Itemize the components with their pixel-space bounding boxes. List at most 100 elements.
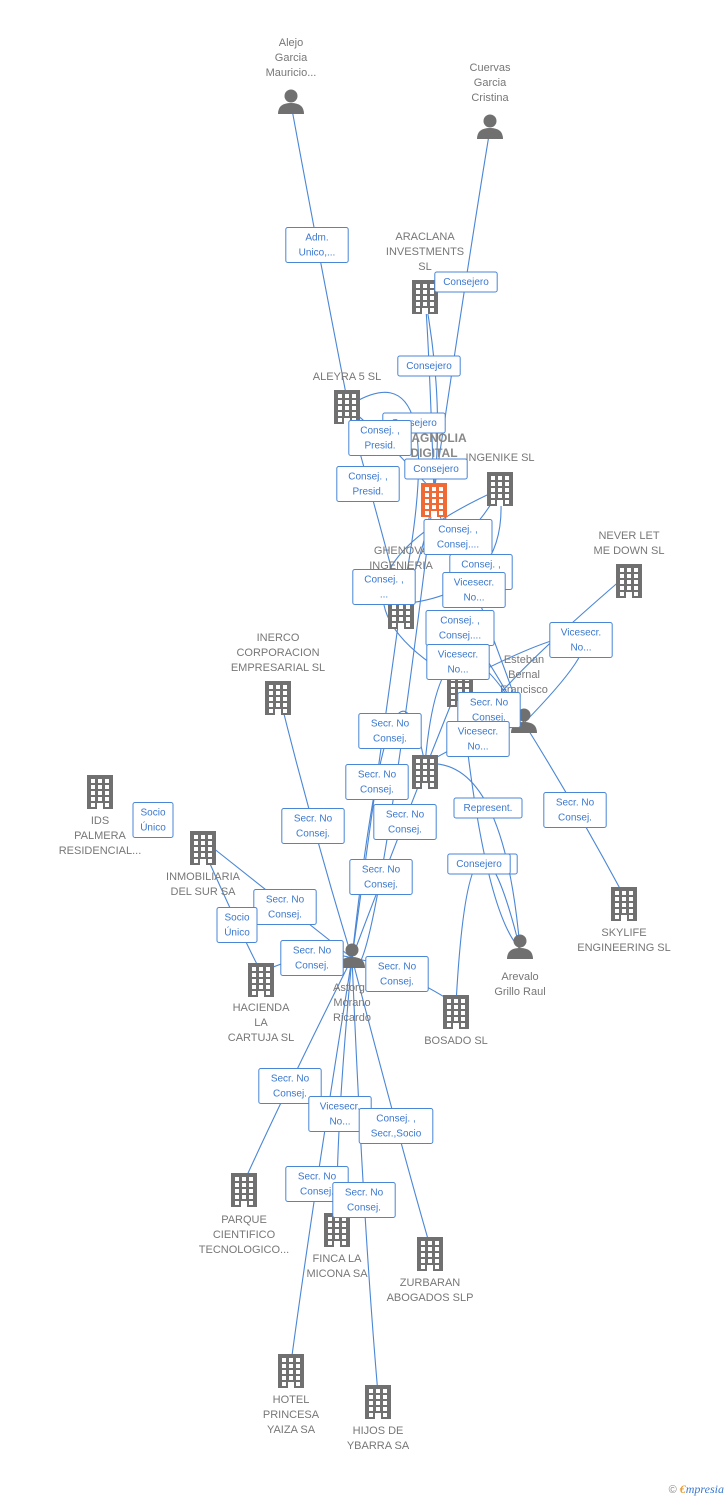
edge-label-aleyra-to-magnolia[interactable]: Consej. ,Presid. bbox=[348, 420, 412, 456]
edge-label-text: Secr. No bbox=[378, 962, 417, 973]
edge-label-ingenike-to-magnolia[interactable]: Consej. ,Consej.... bbox=[423, 519, 493, 555]
edge-label-text: Socio bbox=[224, 913, 249, 924]
edge-label-araclana-to-ghenova1[interactable]: Consejero bbox=[404, 458, 468, 480]
footer-brand: © €mpresia bbox=[669, 1482, 724, 1497]
building-icon bbox=[334, 390, 360, 424]
edge-label-text: Vicesecr. bbox=[454, 578, 494, 589]
edge-label-arevalo-to-bosado[interactable]: Consejero bbox=[447, 853, 511, 875]
node-alejo[interactable]: AlejoGarciaMauricio... bbox=[266, 37, 317, 114]
edge-label-text: Secr. No bbox=[470, 698, 509, 709]
edge-label-text: No... bbox=[447, 665, 468, 676]
node-label-hotel: YAIZA SA bbox=[267, 1424, 316, 1436]
node-label-hacienda: HACIENDA bbox=[233, 1002, 291, 1014]
edge-label-esteban-to-never[interactable]: Secr. No Consej. bbox=[457, 692, 521, 728]
node-label-parque: CIENTIFICO bbox=[213, 1229, 276, 1241]
edge-label-esteban-to-ghenova3[interactable]: Vicesecr.No... bbox=[446, 721, 510, 757]
edge-label-text: Consej. , bbox=[360, 426, 399, 437]
edge-label-text: Consejero bbox=[391, 418, 437, 429]
node-label-araclana: ARACLANA bbox=[395, 231, 455, 243]
edge-labels-layer: Adm.Unico,...ConsejeroConsejeroConsejero… bbox=[132, 227, 613, 1218]
edge-label-text: No... bbox=[329, 1117, 350, 1128]
edge-label-text: Represent. bbox=[464, 803, 513, 814]
node-label-hijos: HIJOS DE bbox=[353, 1425, 404, 1437]
node-label-cuervas: Cristina bbox=[471, 92, 509, 104]
edge-label-text: Consej. bbox=[300, 1187, 334, 1198]
node-label-esteban: Esteban bbox=[504, 654, 544, 666]
node-ids[interactable]: IDSPALMERARESIDENCIAL... bbox=[59, 775, 142, 857]
edge-label-text: Secr. No bbox=[271, 1074, 310, 1085]
edge-label-astorga-to-zurbaran[interactable]: Consej. ,Secr.,Socio bbox=[358, 1108, 434, 1144]
node-label-astorga: Morano bbox=[333, 997, 370, 1009]
node-label-finca: FINCA LA bbox=[313, 1253, 363, 1265]
edge-label-araclana-to-magnolia[interactable]: Consejero bbox=[397, 355, 461, 377]
edge-label-text: Adm. bbox=[305, 233, 328, 244]
building-icon bbox=[421, 483, 447, 517]
edge-label-text: Secr. No bbox=[266, 895, 305, 906]
edge-label-text: Consej. bbox=[360, 785, 394, 796]
node-ingenike[interactable]: INGENIKE SL bbox=[465, 452, 535, 506]
node-label-alejo: Garcia bbox=[275, 52, 308, 64]
node-parque[interactable]: PARQUECIENTIFICOTECNOLOGICO... bbox=[199, 1173, 289, 1256]
person-icon bbox=[517, 708, 531, 722]
edge-label-text: Consejero bbox=[413, 464, 459, 475]
edge-label-text: Consej. , bbox=[348, 472, 387, 483]
node-label-ids: IDS bbox=[91, 815, 109, 827]
building-icon bbox=[265, 681, 291, 715]
edge-label-ingenike-to-ghenova2[interactable]: Consej. ,... bbox=[352, 569, 416, 605]
node-magnolia[interactable]: MAGNOLIADIGITALAG... bbox=[401, 431, 467, 517]
edge-label-astorga-to-finca[interactable]: Vicesecr.No... bbox=[308, 1096, 372, 1132]
person-icon-body bbox=[278, 103, 304, 114]
edge-label-text: Consej. bbox=[558, 813, 592, 824]
person-icon bbox=[284, 89, 298, 103]
edge-label-text: Consej. bbox=[472, 713, 506, 724]
building-icon bbox=[365, 1385, 391, 1419]
edge-label-text: Secr. No bbox=[298, 1172, 337, 1183]
edge-label-esteban-to-magnolia[interactable]: Vicesecr.No... bbox=[442, 572, 506, 608]
edge-label-cuervas-to-magnolia[interactable]: Consejero bbox=[434, 271, 498, 293]
person-icon bbox=[513, 934, 527, 948]
edge-label-aleyra-to-ghenova1[interactable]: Consej. ,Presid. bbox=[336, 466, 400, 502]
edge-label-text: Secr.,Socio bbox=[371, 1129, 422, 1140]
node-label-zurbaran: ABOGADOS SLP bbox=[387, 1292, 474, 1304]
building-icon bbox=[443, 995, 469, 1029]
node-aleyra[interactable]: ALEYRA 5 SL bbox=[313, 371, 382, 424]
edge-label-arevalo-to-ghenova3[interactable]: Represent. bbox=[453, 797, 523, 819]
node-label-inerco: EMPRESARIAL SL bbox=[231, 662, 325, 674]
edge-label-text: Consej. bbox=[373, 734, 407, 745]
node-ghenova3[interactable] bbox=[412, 755, 438, 789]
node-bosado[interactable]: BOSADO SL bbox=[424, 995, 488, 1047]
edge-label-esteban-to-ghenova2[interactable]: Consej. ,Consej.... bbox=[425, 610, 495, 646]
edge-label-alejo-to-aleyra[interactable]: Adm.Unico,... bbox=[285, 227, 349, 263]
edge-label-esteban-to-ghenova3[interactable]: Vicesecr.No... bbox=[426, 644, 490, 680]
edge-label-text: Socio bbox=[140, 808, 165, 819]
building-icon bbox=[417, 1237, 443, 1271]
edge-label-text: Consej. bbox=[388, 825, 422, 836]
edge-label-esteban-to-ghenova2[interactable]: Vicesecr.No... bbox=[549, 622, 613, 658]
